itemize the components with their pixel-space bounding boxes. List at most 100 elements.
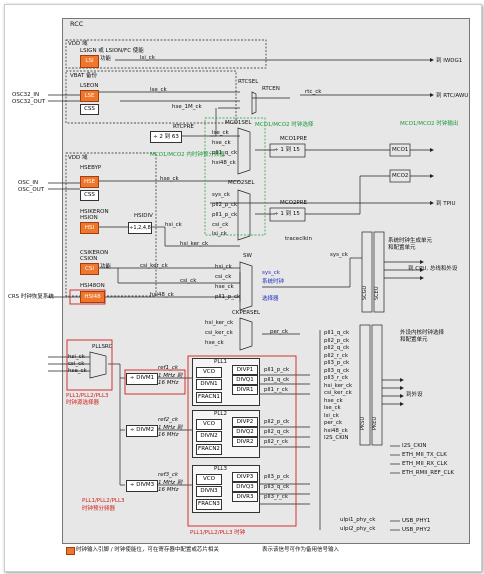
lsi-sub: 功能 (100, 56, 112, 62)
range3-b: 16 MHz (158, 487, 179, 493)
pll1-p-signal: pll1_p_ck (264, 367, 290, 373)
pksu-label: PKSU (360, 416, 366, 430)
vdd-domain-label: VDD 域 (68, 41, 88, 47)
osc-in-pin: OSC_IN (18, 180, 39, 186)
pllsrc-in-0: hsi_ck (68, 354, 85, 360)
periph-input-7: hsi_ker_ck (324, 382, 353, 389)
lse-oscillator: LSE (80, 90, 99, 102)
divr1-box: DIVR1 (232, 385, 258, 395)
ref1-signal: ref1_ck (158, 365, 179, 371)
range2-a: 1 MHz 到 (158, 425, 183, 431)
mco2sel-label: MCO2SEL (228, 180, 255, 186)
mco2-in-4: lsi_ck (212, 231, 227, 237)
rtcen-label: RTCEN (262, 86, 280, 92)
divp2-box: DIVP2 (232, 417, 258, 427)
traceclkin-label: traceclkin (285, 236, 312, 242)
hsi-ker-label: HSIKERON (80, 209, 109, 215)
periph-input-12: per_ck (324, 420, 343, 426)
hsi48-oscillator: HSI48 (80, 291, 105, 303)
ext-out-4: USB_PHY1 (402, 518, 431, 524)
divn3-box: DIVN3 (196, 486, 222, 497)
mco2-in-0: sys_ck (212, 192, 230, 198)
divq2-box: DIVQ2 (232, 427, 258, 437)
pll3-p-signal: pll3_p_ck (264, 474, 290, 480)
scgu-out: 到 CPU, 总线和外设 (408, 266, 458, 272)
periph-title: 外设内核时钟选择 (400, 330, 445, 336)
lsi-out: 到 IWDG1 (436, 58, 463, 64)
csi-sub: 功能 (100, 264, 112, 270)
pll2-name: PLL2 (214, 411, 227, 417)
rcc-block (62, 18, 470, 544)
rtc-signal: rtc_ck (305, 89, 322, 95)
ext-out-1: ETH_MII_TX_CLK (402, 452, 447, 458)
ckper-in-2: hse_ck (205, 340, 224, 346)
hsi-divider: ÷1,2,4,8 (128, 222, 152, 234)
ext-out-5: USB_PHY2 (402, 527, 431, 533)
lsi-oscillator: LSI (80, 55, 99, 68)
divm1-box: ÷ DIVM1 (126, 373, 158, 385)
periph-input-10: lse_ck (324, 405, 341, 411)
mco-output-title: MCO1/MCO2 时钟输出 (400, 121, 459, 127)
hsi48-signal: hsi48_ck (150, 292, 174, 298)
periph-input-2: pll2_q_ck (324, 345, 350, 351)
hsidiv-label: HSIDIV (134, 213, 153, 219)
hsi-signal: hsi_ck (165, 222, 182, 228)
mco1-in-0: lse_ck (212, 130, 229, 136)
pllsrc-note1: PLL1/PLL2/PLL3 (66, 393, 109, 399)
mco2-in-3: csi_ck (212, 222, 229, 228)
divn1-box: DIVN1 (196, 379, 222, 390)
fracn1-box: FRACN1 (196, 392, 222, 403)
hse-css: CSS (80, 190, 99, 201)
mco-prescaler-label: MCO1/MCO2 内时钟预分频器 (150, 152, 225, 158)
rtcsel-label: RTCSEL (238, 79, 259, 85)
pllsrc-in-2: hse_ck (68, 368, 87, 374)
range1-b: 16 MHz (158, 380, 179, 386)
ref3-signal: ref3_ck (158, 472, 179, 478)
mco2-in-1: pll2_p_ck (212, 202, 238, 208)
sys-label2: 选择器 (262, 296, 279, 302)
pll3-q-signal: pll3_q_ck (264, 484, 290, 490)
divp3-box: DIVP3 (232, 472, 258, 482)
periph-input-8: csi_ker_ck (324, 390, 352, 396)
vco2-box: VCO (196, 419, 222, 430)
csi-ker-label: CSIKERON (80, 250, 109, 256)
mco1-in-1: hse_ck (212, 140, 231, 146)
vco1-box: VCO (196, 367, 222, 378)
periph-input-0: pll1_q_ck (324, 330, 350, 336)
divn2-box: DIVN2 (196, 431, 222, 442)
hsi-oscillator: HSI (80, 222, 99, 234)
periph-input-11: lsi_ck (324, 412, 339, 419)
lsi-enable-label: LSIGN 或 LSION/FC 使能 (80, 48, 144, 54)
rcc-title: RCC (70, 20, 84, 28)
pll-div-note2: 时钟预分频器 (82, 506, 116, 512)
lsi-signal: lsi_ck (140, 55, 155, 61)
hse-bypass-label: HSEBYP (80, 165, 102, 171)
divq3-box: DIVQ3 (232, 482, 258, 492)
hse-1m-signal: hse_1M_ck (172, 104, 202, 110)
lse-css: CSS (80, 104, 99, 115)
fracn2-box: FRACN2 (196, 444, 222, 455)
divm2-box: ÷ DIVM2 (126, 425, 158, 437)
vdd-domain2-label: VDD 域 (68, 155, 88, 161)
hse-signal: hse_ck (160, 176, 179, 182)
mco1-divider: ÷ 1 到 15 (274, 147, 300, 153)
usb-sig-0: ulpi1_phy_ck (340, 517, 376, 523)
divp1-box: DIVP1 (232, 365, 258, 375)
periph-input-3: pll2_r_ck (324, 352, 349, 359)
mco1-pin: MCO1 (392, 147, 409, 153)
rtc-divider: ÷ 2 到 63 (150, 131, 182, 143)
ext-out-0: I2S_CKIN (402, 443, 427, 449)
pll2-q-signal: pll2_q_ck (264, 429, 290, 435)
periph-input-9: hse_ck (324, 397, 343, 404)
csi-signal: csi_ck (180, 278, 197, 284)
scgu-label2: SCEU (374, 286, 380, 300)
pll1-r-signal: pll1_r_ck (264, 387, 289, 393)
ext-out-2: ETH_MII_RX_CLK (402, 461, 448, 467)
periph-input-6: pll3_r_ck (324, 375, 349, 381)
csi-ker-signal: csi_ker_ck (140, 263, 168, 269)
scgu-sub: 和配置单元 (388, 245, 416, 251)
scgu-label1: SCGU (362, 285, 368, 300)
mco2pre-label: MCO2PRE (280, 200, 308, 206)
periph-input-4: pll3_p_ck (324, 360, 350, 366)
periph-input-13: hsi48_ck (324, 427, 348, 434)
